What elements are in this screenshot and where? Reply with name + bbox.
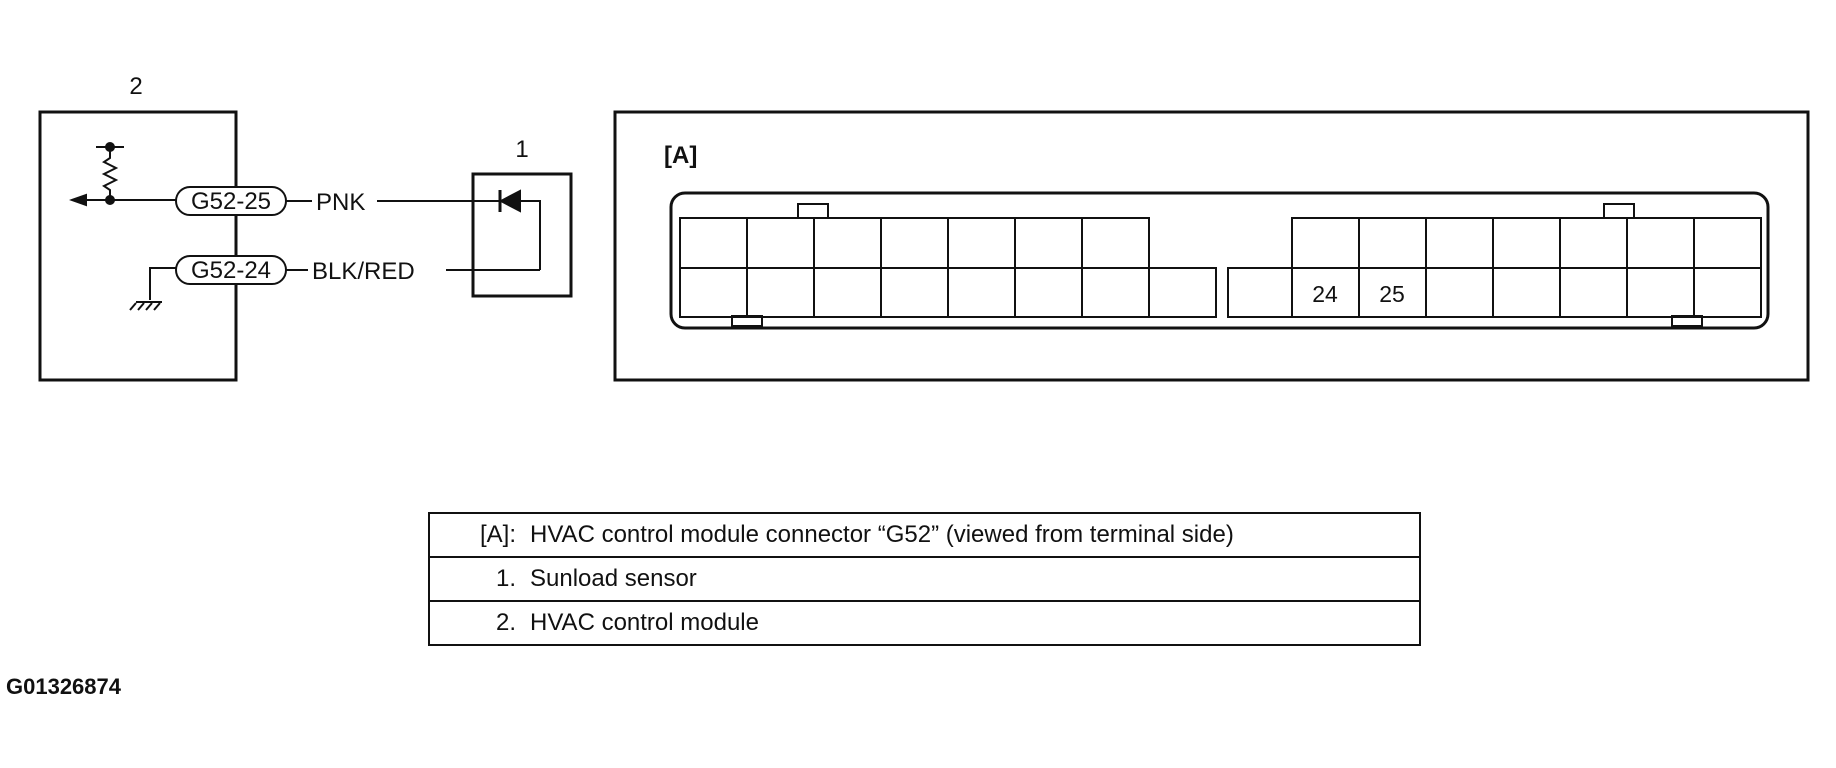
connector-frame — [613, 110, 1810, 382]
connector-latch-top-left — [797, 203, 829, 219]
legend-text: HVAC control module connector “G52” (vie… — [530, 512, 1420, 558]
module-callout-number: 2 — [129, 73, 142, 100]
connector-pin-block-left — [679, 217, 1217, 318]
wire-color-blk-red: BLK/RED — [312, 258, 415, 285]
ground-icon — [129, 267, 176, 311]
legend-key: 1. — [429, 556, 530, 602]
legend-table: [A]: HVAC control module connector “G52”… — [428, 512, 1421, 646]
pin-25-label: 25 — [1379, 281, 1405, 307]
sensor-callout-number: 1 — [515, 136, 528, 163]
photodiode-icon — [495, 189, 541, 270]
pin-24-label: 24 — [1312, 281, 1338, 307]
hvac-module-box — [38, 110, 238, 382]
wire-color-pnk: PNK — [316, 189, 365, 216]
sunload-sensor-box — [471, 172, 573, 298]
legend-row: 2. HVAC control module — [429, 600, 1420, 646]
pullup-resistor-icon — [69, 142, 176, 207]
connector-pin-block-right — [1227, 217, 1762, 318]
connector-housing — [669, 191, 1770, 330]
legend-text: Sunload sensor — [530, 556, 1420, 602]
legend-row: [A]: HVAC control module connector “G52”… — [429, 512, 1420, 558]
legend-row: 1. Sunload sensor — [429, 556, 1420, 602]
connector-latch-top-right — [1603, 203, 1635, 219]
legend-key: 2. — [429, 600, 530, 646]
terminal-g52-25-label: G52-25 — [191, 188, 271, 215]
wiring-diagram: 2 G52-25 PNK G52-24 BLK/RED 1 [A] — [38, 73, 1810, 382]
terminal-g52-24-label: G52-24 — [191, 257, 271, 284]
connector-title: [A] — [664, 142, 697, 169]
legend-text: HVAC control module — [530, 600, 1420, 646]
figure-code: G01326874 — [6, 674, 121, 699]
legend-key: [A]: — [429, 512, 530, 558]
